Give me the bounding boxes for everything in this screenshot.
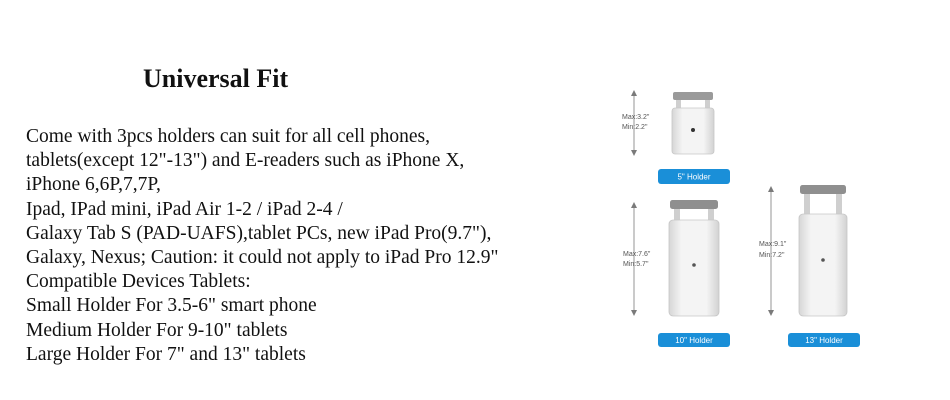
- large-holder-left-rail: [804, 194, 810, 216]
- small-arrow-down-icon: [631, 150, 637, 156]
- large-arrow-down-icon: [768, 310, 774, 316]
- medium-min-label: Min:5.7": [623, 261, 649, 268]
- small-holder-left-rail: [676, 100, 681, 110]
- medium-holder-left-rail: [674, 209, 680, 222]
- small-min-label: Min:2.2": [622, 124, 648, 131]
- medium-holder-screw-icon: [692, 263, 696, 267]
- medium-holder-badge: [658, 333, 730, 347]
- small-holder-badge-label: 5" Holder: [677, 173, 710, 182]
- description-line: Large Holder For 7" and 13" tablets: [26, 343, 306, 365]
- medium-holder: Max:7.6" Min:5.7" 10" Holder: [623, 200, 730, 347]
- medium-holder-top-clamp: [670, 200, 718, 209]
- medium-holder-body: [668, 219, 720, 317]
- medium-max-label: Max:7.6": [623, 251, 651, 258]
- large-arrow-up-icon: [768, 186, 774, 192]
- small-max-label: Max:3.2": [622, 114, 650, 121]
- medium-holder-right-rail: [708, 209, 714, 222]
- large-holder-body: [798, 213, 848, 317]
- small-holder-right-rail: [705, 100, 710, 110]
- page-title: Universal Fit: [143, 64, 289, 93]
- description-line: Ipad, IPad mini, iPad Air 1-2 / iPad 2-4…: [26, 198, 343, 220]
- small-arrow-up-icon: [631, 90, 637, 96]
- medium-arrow-down-icon: [631, 310, 637, 316]
- large-holder: Max:9.1" Min:7.2" 13" Holder: [759, 185, 860, 347]
- holder-diagram-svg: Max:3.2" Min:2.2" 5" Holder Max:7.6" Min…: [622, 90, 860, 347]
- description-line: Come with 3pcs holders can suit for all …: [26, 126, 430, 147]
- description-line: tablets(except 12"-13") and E-readers su…: [26, 150, 465, 172]
- large-holder-top-clamp: [800, 185, 846, 194]
- large-holder-badge-label: 13" Holder: [805, 336, 843, 345]
- small-holder-top-clamp: [673, 92, 713, 100]
- description-line: Compatible Devices Tablets:: [26, 271, 251, 293]
- large-max-label: Max:9.1": [759, 241, 787, 248]
- description-line: Medium Holder For 9-10" tablets: [26, 319, 288, 341]
- large-min-label: Min:7.2": [759, 252, 785, 259]
- medium-holder-badge-label: 10" Holder: [675, 336, 713, 345]
- description-line: iPhone 6,6P,7,7P,: [26, 174, 161, 196]
- small-holder-badge: [658, 169, 730, 184]
- medium-arrow-up-icon: [631, 202, 637, 208]
- large-holder-screw-icon: [821, 258, 825, 262]
- description-text: Come with 3pcs holders can suit for all …: [26, 125, 596, 367]
- holder-size-diagram: Max:3.2" Min:2.2" 5" Holder Max:7.6" Min…: [612, 82, 902, 362]
- small-holder: Max:3.2" Min:2.2" 5" Holder: [622, 90, 730, 184]
- small-holder-screw-icon: [691, 128, 695, 132]
- large-holder-badge: [788, 333, 860, 347]
- description-line: Galaxy Tab S (PAD-UAFS),tablet PCs, new …: [26, 222, 492, 244]
- description-line: Galaxy, Nexus; Caution: it could not app…: [26, 247, 499, 269]
- large-holder-right-rail: [836, 194, 842, 216]
- description-line: Small Holder For 3.5-6" smart phone: [26, 295, 317, 317]
